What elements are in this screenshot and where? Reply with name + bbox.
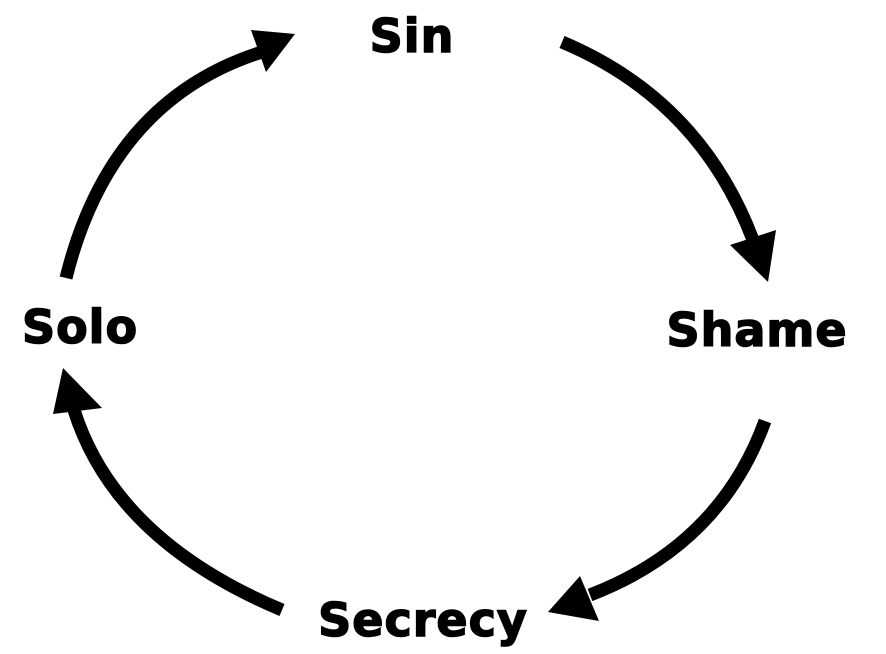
node-label-shame: Shame <box>666 303 847 357</box>
arrow-shame-to-secrecy <box>548 418 772 621</box>
arrow-sin-to-shame <box>559 36 776 282</box>
node-label-sin: Sin <box>370 9 455 63</box>
arrow-secrecy-to-solo <box>53 368 285 616</box>
node-label-secrecy: Secrecy <box>318 593 528 647</box>
arrow-solo-to-sin <box>59 30 295 280</box>
node-label-solo: Solo <box>22 300 138 354</box>
